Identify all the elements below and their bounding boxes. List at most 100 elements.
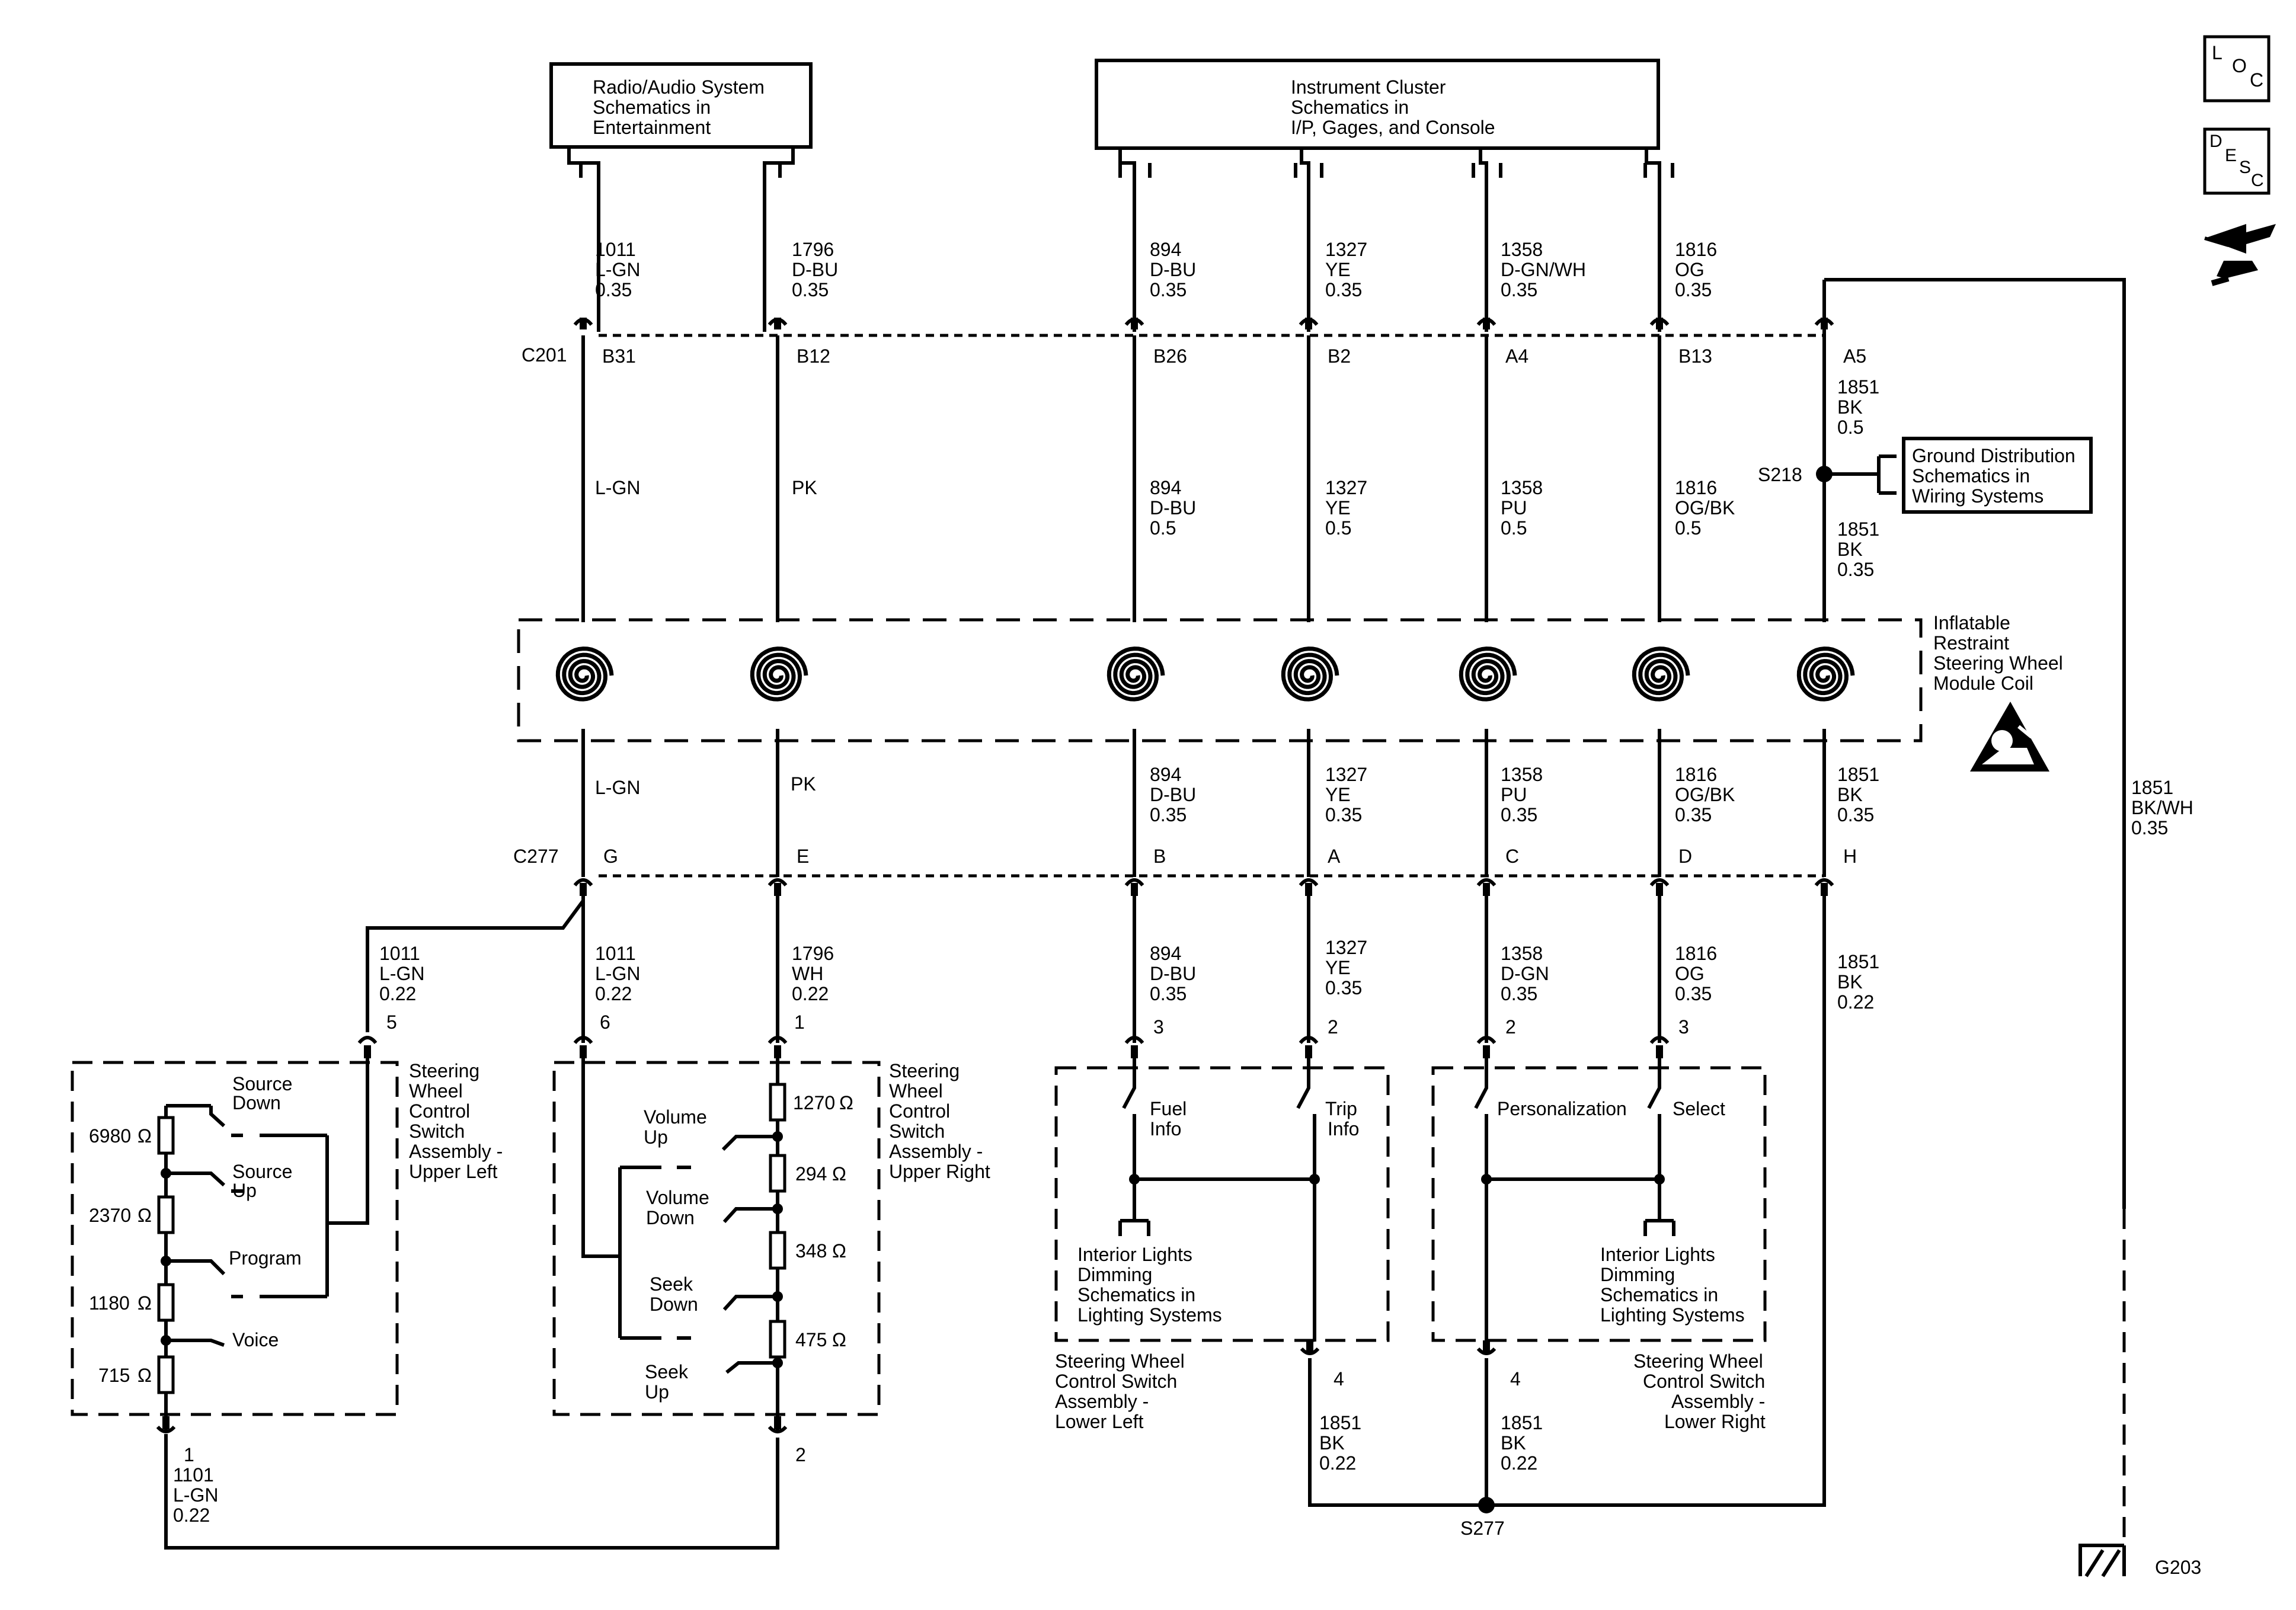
loc-icon[interactable]: L O C <box>2203 35 2271 103</box>
svg-text:BK: BK <box>1501 1432 1526 1454</box>
radio-schematic-reference[interactable]: Radio/Audio System Schematics in Enterta… <box>549 62 813 149</box>
s218-splice[interactable]: S218 <box>1758 454 1897 495</box>
svg-text:Control Switch: Control Switch <box>1643 1371 1765 1392</box>
desc-icon[interactable]: D E S C <box>2203 127 2271 195</box>
svg-text:Steering Wheel: Steering Wheel <box>1055 1350 1185 1372</box>
svg-text:0.35: 0.35 <box>1501 804 1537 825</box>
svg-text:PK: PK <box>791 773 816 795</box>
svg-text:894: 894 <box>1150 239 1181 260</box>
svg-text:Upper Left: Upper Left <box>409 1161 498 1182</box>
svg-text:Lighting Systems: Lighting Systems <box>1600 1304 1745 1326</box>
c277-connector[interactable]: C277 <box>513 846 1824 878</box>
svg-text:Upper Right: Upper Right <box>889 1161 990 1182</box>
steering-wheel-module-coil[interactable]: Inflatable Restraint Steering Wheel Modu… <box>517 612 2063 742</box>
upper-left-switch-assembly[interactable]: 5 Source Down Source Up Program Voice 69… <box>71 1012 503 1465</box>
svg-text:1011: 1011 <box>595 239 636 260</box>
svg-text:Dimming: Dimming <box>1600 1264 1675 1285</box>
svg-text:Control: Control <box>889 1100 950 1122</box>
svg-text:Assembly -: Assembly - <box>1671 1391 1765 1412</box>
svg-text:Seek: Seek <box>650 1273 693 1295</box>
svg-text:1327: 1327 <box>1325 239 1367 260</box>
c201-connector[interactable]: C201 <box>522 334 1824 366</box>
svg-text:Ω: Ω <box>137 1205 152 1226</box>
svg-text:348: 348 <box>795 1240 827 1262</box>
svg-text:0.35: 0.35 <box>1675 279 1712 300</box>
svg-text:0.35: 0.35 <box>1150 804 1187 825</box>
svg-text:Assembly -: Assembly - <box>1055 1391 1149 1412</box>
svg-text:Ω: Ω <box>137 1365 152 1386</box>
svg-text:OG: OG <box>1675 963 1705 984</box>
lower-right-switch-assembly[interactable]: 2 3 Personalization Select Interior Ligh… <box>1431 1016 1767 1505</box>
c201-label: C201 <box>522 344 567 366</box>
svg-text:YE: YE <box>1325 784 1351 805</box>
airbag-warning-icon[interactable] <box>1970 702 2049 772</box>
svg-text:YE: YE <box>1325 259 1351 280</box>
svg-text:Interior Lights: Interior Lights <box>1077 1244 1192 1265</box>
svg-text:1180: 1180 <box>89 1292 130 1314</box>
svg-text:A4: A4 <box>1505 345 1528 367</box>
bottom-link-wire: 1101 L-GN 0.22 <box>164 1434 779 1550</box>
svg-text:C: C <box>2250 69 2263 91</box>
instrument-cluster-reference[interactable]: Instrument Cluster Schematics in I/P, Ga… <box>1095 59 1660 150</box>
svg-text:D-BU: D-BU <box>1150 497 1196 518</box>
c277-pins <box>573 878 1834 896</box>
svg-text:1816: 1816 <box>1675 477 1717 498</box>
upper-right-switch-assembly[interactable]: 6 1 Volume Up Volume Down Seek Down Seek… <box>552 1012 990 1465</box>
svg-text:Control: Control <box>409 1100 470 1122</box>
svg-text:0.5: 0.5 <box>1675 517 1701 539</box>
svg-text:B31: B31 <box>602 345 636 367</box>
svg-text:1851: 1851 <box>1319 1412 1361 1433</box>
coil-spiral-icon <box>1459 646 1517 702</box>
svg-text:1796: 1796 <box>792 239 834 260</box>
svg-text:1327: 1327 <box>1325 764 1367 785</box>
svg-text:Seek: Seek <box>645 1361 689 1382</box>
svg-text:0.22: 0.22 <box>379 983 416 1004</box>
cluster-ref-line-2: Schematics in <box>1291 97 1409 118</box>
lower-left-switch-assembly[interactable]: 3 2 Fuel Info Trip Info Interior Lights … <box>1054 1016 1486 1507</box>
connector-end-view-icon[interactable] <box>2204 224 2276 286</box>
svg-text:1011: 1011 <box>595 943 636 964</box>
svg-text:Steering: Steering <box>409 1060 479 1081</box>
lower-wires <box>366 896 1826 1507</box>
svg-text:B12: B12 <box>797 345 830 367</box>
svg-text:D: D <box>1678 846 1692 867</box>
svg-text:1: 1 <box>184 1444 194 1465</box>
ground-distribution-reference[interactable]: Ground Distribution Schematics in Wiring… <box>1902 437 2093 514</box>
svg-text:1358: 1358 <box>1501 764 1543 785</box>
svg-text:1011: 1011 <box>379 943 420 964</box>
svg-text:894: 894 <box>1150 943 1181 964</box>
svg-text:894: 894 <box>1150 477 1181 498</box>
svg-text:Ground Distribution: Ground Distribution <box>1912 445 2076 466</box>
svg-text:PK: PK <box>792 477 817 498</box>
svg-text:0.22: 0.22 <box>1501 1452 1537 1474</box>
svg-text:2: 2 <box>795 1444 806 1465</box>
s277-splice[interactable]: S277 <box>1460 1497 1505 1539</box>
svg-text:0.22: 0.22 <box>1837 991 1874 1013</box>
svg-text:715: 715 <box>98 1365 130 1386</box>
svg-text:C: C <box>2251 171 2264 190</box>
svg-text:Down: Down <box>232 1092 281 1113</box>
svg-text:Ω: Ω <box>137 1292 152 1314</box>
svg-text:1101: 1101 <box>173 1464 214 1486</box>
svg-text:2370: 2370 <box>89 1205 131 1226</box>
svg-text:Trip: Trip <box>1325 1098 1357 1119</box>
svg-text:1358: 1358 <box>1501 239 1543 260</box>
svg-text:Module Coil: Module Coil <box>1933 673 2033 694</box>
svg-text:0.5: 0.5 <box>1501 517 1527 539</box>
coil-spiral-icon <box>555 646 614 702</box>
svg-text:1358: 1358 <box>1501 477 1543 498</box>
svg-text:BK: BK <box>1319 1432 1345 1454</box>
ground-wire-g203[interactable]: 1851 BK/WH 0.35 G203 <box>2078 777 2201 1578</box>
svg-text:0.22: 0.22 <box>792 983 829 1004</box>
svg-text:1851: 1851 <box>1837 951 1879 972</box>
svg-text:4: 4 <box>1334 1368 1344 1390</box>
svg-text:Ω: Ω <box>832 1240 846 1262</box>
svg-text:B26: B26 <box>1153 345 1187 367</box>
upper-wires <box>567 147 1674 332</box>
lower-wire-labels: 1011 L-GN 0.22 1011 L-GN 0.22 1796 WH 0.… <box>379 937 1879 1013</box>
svg-text:Lighting Systems: Lighting Systems <box>1077 1304 1222 1326</box>
svg-text:0.35: 0.35 <box>792 279 829 300</box>
svg-text:0.35: 0.35 <box>1150 279 1187 300</box>
svg-text:Dimming: Dimming <box>1077 1264 1152 1285</box>
svg-text:Voice: Voice <box>232 1329 279 1350</box>
